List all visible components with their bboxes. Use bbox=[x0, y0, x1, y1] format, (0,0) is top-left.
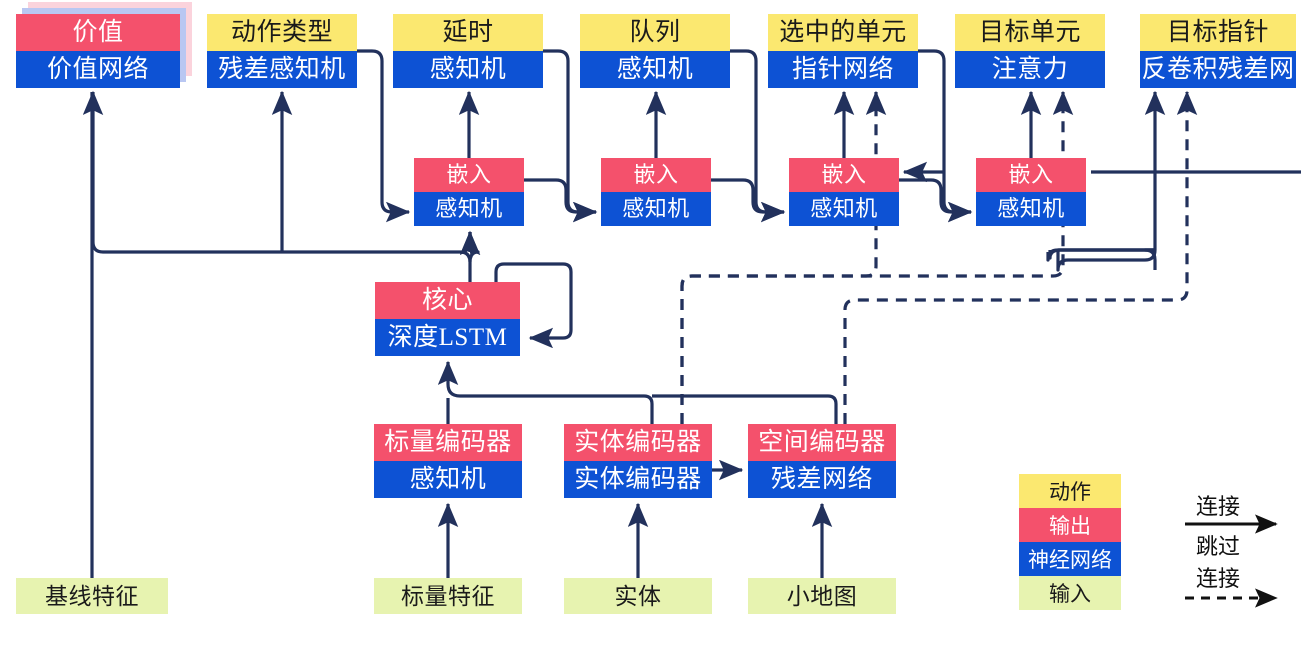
node-embed3-top-label: 嵌入 bbox=[789, 158, 899, 192]
node-target_unit[interactable]: 目标单元注意力 bbox=[955, 14, 1105, 88]
node-embed1[interactable]: 嵌入感知机 bbox=[414, 158, 524, 226]
node-target_unit-top-label: 目标单元 bbox=[955, 14, 1105, 51]
node-scalar_feat[interactable]: 标量特征 bbox=[374, 578, 522, 614]
node-target_unit-bottom-label: 注意力 bbox=[955, 51, 1105, 88]
node-entities[interactable]: 实体 bbox=[564, 578, 712, 614]
node-body: 目标指针反卷积残差网 bbox=[1140, 14, 1296, 88]
node-scalar_enc-bottom-label: 感知机 bbox=[374, 461, 522, 498]
node-core-bottom-label: 深度LSTM bbox=[375, 319, 520, 356]
node-body: 延时感知机 bbox=[393, 14, 543, 88]
node-minimap[interactable]: 小地图 bbox=[748, 578, 896, 614]
legend: 动作输出神经网络输入 bbox=[1019, 474, 1121, 610]
node-scalar_enc-top-label: 标量编码器 bbox=[374, 424, 522, 461]
node-selected-top-label: 选中的单元 bbox=[768, 14, 918, 51]
node-selected[interactable]: 选中的单元指针网络 bbox=[768, 14, 918, 88]
legend-row-output: 输出 bbox=[1019, 508, 1121, 542]
node-embed2[interactable]: 嵌入感知机 bbox=[601, 158, 711, 226]
node-minimap-bottom-label: 小地图 bbox=[748, 578, 896, 614]
node-embed1-bottom-label: 感知机 bbox=[414, 192, 524, 226]
node-scalar_feat-bottom-label: 标量特征 bbox=[374, 578, 522, 614]
node-body: 标量编码器感知机 bbox=[374, 424, 522, 498]
node-body: 动作类型残差感知机 bbox=[207, 14, 357, 88]
node-body: 嵌入感知机 bbox=[601, 158, 711, 226]
legend-row-nn: 神经网络 bbox=[1019, 542, 1121, 576]
node-body: 基线特征 bbox=[16, 578, 168, 614]
node-scalar_enc[interactable]: 标量编码器感知机 bbox=[374, 424, 522, 498]
node-body: 小地图 bbox=[748, 578, 896, 614]
node-spatial_enc-bottom-label: 残差网络 bbox=[748, 461, 896, 498]
node-baseline_feat[interactable]: 基线特征 bbox=[16, 578, 168, 614]
node-body: 嵌入感知机 bbox=[976, 158, 1086, 226]
node-embed2-top-label: 嵌入 bbox=[601, 158, 711, 192]
legend-skip-label-line1: 跳过 bbox=[1196, 534, 1241, 559]
node-body: 嵌入感知机 bbox=[789, 158, 899, 226]
node-core-top-label: 核心 bbox=[375, 282, 520, 319]
legend-skip-label-line2: 连接 bbox=[1196, 566, 1241, 591]
node-action_type-bottom-label: 残差感知机 bbox=[207, 51, 357, 88]
node-entity_enc-top-label: 实体编码器 bbox=[564, 424, 712, 461]
node-embed4-bottom-label: 感知机 bbox=[976, 192, 1086, 226]
node-embed2-bottom-label: 感知机 bbox=[601, 192, 711, 226]
node-delay-top-label: 延时 bbox=[393, 14, 543, 51]
node-target_point-top-label: 目标指针 bbox=[1140, 14, 1296, 51]
legend-connection-label: 连接 bbox=[1196, 494, 1241, 519]
node-body: 选中的单元指针网络 bbox=[768, 14, 918, 88]
node-selected-bottom-label: 指针网络 bbox=[768, 51, 918, 88]
node-action_type-top-label: 动作类型 bbox=[207, 14, 357, 51]
node-target_point[interactable]: 目标指针反卷积残差网 bbox=[1140, 14, 1296, 88]
node-embed4-top-label: 嵌入 bbox=[976, 158, 1086, 192]
node-action_type[interactable]: 动作类型残差感知机 bbox=[207, 14, 357, 88]
node-body: 标量特征 bbox=[374, 578, 522, 614]
node-value[interactable]: 价值价值网络 bbox=[16, 2, 192, 88]
node-value-bottom-label: 价值网络 bbox=[16, 51, 180, 88]
node-embed1-top-label: 嵌入 bbox=[414, 158, 524, 192]
node-queue[interactable]: 队列感知机 bbox=[580, 14, 730, 88]
node-embed4[interactable]: 嵌入感知机 bbox=[976, 158, 1086, 226]
node-value-top-label: 价值 bbox=[16, 14, 180, 51]
node-entity_enc-bottom-label: 实体编码器 bbox=[564, 461, 712, 498]
node-queue-bottom-label: 感知机 bbox=[580, 51, 730, 88]
node-baseline_feat-bottom-label: 基线特征 bbox=[16, 578, 168, 614]
node-delay[interactable]: 延时感知机 bbox=[393, 14, 543, 88]
legend-row-action: 动作 bbox=[1019, 474, 1121, 508]
node-body: 价值价值网络 bbox=[16, 14, 180, 88]
node-body: 实体编码器实体编码器 bbox=[564, 424, 712, 498]
node-body: 核心深度LSTM bbox=[375, 282, 520, 356]
node-entities-bottom-label: 实体 bbox=[564, 578, 712, 614]
node-body: 目标单元注意力 bbox=[955, 14, 1105, 88]
node-delay-bottom-label: 感知机 bbox=[393, 51, 543, 88]
node-core[interactable]: 核心深度LSTM bbox=[375, 282, 520, 356]
node-entity_enc[interactable]: 实体编码器实体编码器 bbox=[564, 424, 712, 498]
node-embed3-bottom-label: 感知机 bbox=[789, 192, 899, 226]
node-body: 实体 bbox=[564, 578, 712, 614]
legend-row-input: 输入 bbox=[1019, 576, 1121, 610]
node-body: 嵌入感知机 bbox=[414, 158, 524, 226]
node-spatial_enc[interactable]: 空间编码器残差网络 bbox=[748, 424, 896, 498]
node-body: 空间编码器残差网络 bbox=[748, 424, 896, 498]
node-body: 队列感知机 bbox=[580, 14, 730, 88]
node-queue-top-label: 队列 bbox=[580, 14, 730, 51]
node-embed3[interactable]: 嵌入感知机 bbox=[789, 158, 899, 226]
node-spatial_enc-top-label: 空间编码器 bbox=[748, 424, 896, 461]
node-target_point-bottom-label: 反卷积残差网 bbox=[1140, 51, 1296, 88]
